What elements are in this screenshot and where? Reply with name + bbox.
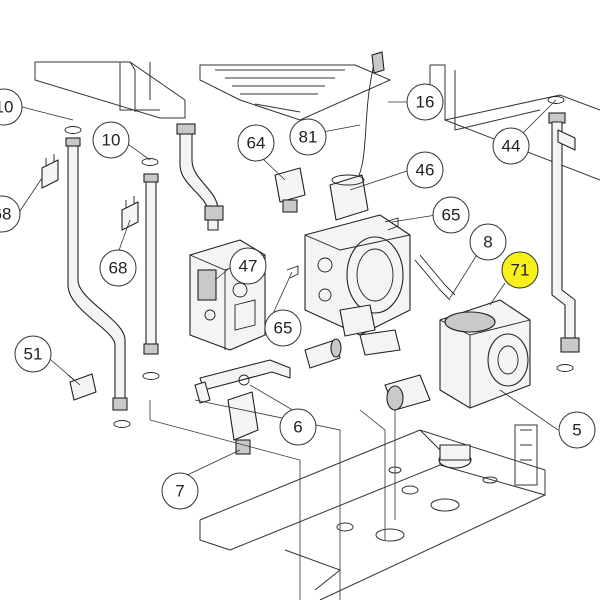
- callout-65-lower[interactable]: 65: [264, 309, 302, 347]
- callout-10-center[interactable]: 10: [92, 121, 130, 159]
- callout-label: 64: [247, 134, 266, 153]
- callout-51[interactable]: 51: [14, 335, 52, 373]
- callout-label: 71: [511, 261, 530, 280]
- callout-label: 10: [102, 131, 121, 150]
- callout-81[interactable]: 81: [289, 118, 327, 156]
- fitting-6: [304, 338, 342, 369]
- clip-65-upper: [384, 217, 399, 231]
- callout-label: 46: [416, 161, 435, 180]
- callout-16[interactable]: 16: [406, 83, 444, 121]
- callout-label: 6: [293, 418, 302, 437]
- callout-44[interactable]: 44: [492, 127, 530, 165]
- bypass-pipe: [414, 254, 456, 301]
- pipe-clip-upper: [41, 154, 59, 189]
- circulating-pump: [439, 299, 531, 409]
- callout-6[interactable]: 6: [279, 408, 317, 446]
- callout-label: 47: [239, 257, 258, 276]
- callout-label: 10: [0, 98, 13, 117]
- auto-air-vent: [329, 174, 369, 221]
- callout-64[interactable]: 64: [237, 124, 275, 162]
- callout-68-center[interactable]: 68: [99, 249, 137, 287]
- callout-5[interactable]: 5: [558, 411, 596, 449]
- callout-label: 65: [274, 319, 293, 338]
- right-pipe-clip: [557, 129, 576, 151]
- callout-label: 51: [24, 345, 43, 364]
- callout-label: 8: [483, 233, 492, 252]
- drain-cap: [438, 444, 472, 469]
- ntc-sensor-wire: [351, 51, 385, 191]
- pressure-sensor: [274, 167, 306, 213]
- callout-47[interactable]: 47: [229, 247, 267, 285]
- callout-label: 68: [109, 259, 128, 278]
- callout-label: 16: [416, 93, 435, 112]
- callout-8[interactable]: 8: [469, 223, 507, 261]
- callout-label: 68: [0, 205, 11, 224]
- leader-lines: [17, 99, 559, 600]
- pump-outlet-fitting: [384, 374, 431, 411]
- left-return-pipe: [64, 126, 131, 428]
- callout-label: 81: [299, 128, 318, 147]
- callout-65-upper[interactable]: 65: [432, 196, 470, 234]
- callout-46[interactable]: 46: [406, 151, 444, 189]
- pipe-clip-lower: [121, 196, 139, 231]
- callout-71[interactable]: 71: [501, 251, 539, 289]
- callout-7[interactable]: 7: [161, 472, 199, 510]
- callout-label: 44: [502, 137, 521, 156]
- hydraulic-group: [304, 214, 411, 356]
- callout-label: 65: [442, 206, 461, 225]
- right-pipe: [547, 96, 580, 372]
- callout-68-left[interactable]: 68: [0, 195, 21, 233]
- left-flow-pipe: [141, 158, 160, 380]
- gas-pipe-upper: [176, 123, 224, 231]
- clip-65-lower: [286, 265, 299, 279]
- callout-label: 5: [572, 421, 581, 440]
- callout-10-left[interactable]: 10: [0, 88, 23, 126]
- callout-label: 7: [175, 482, 184, 501]
